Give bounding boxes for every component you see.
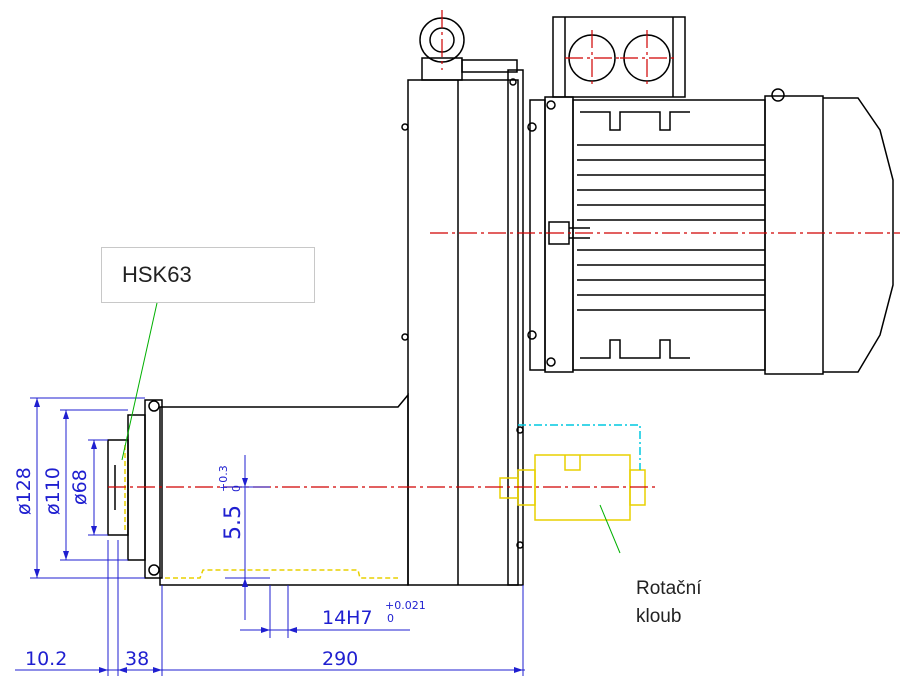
dimension-lines bbox=[15, 397, 525, 676]
dim-l2: 38 bbox=[125, 648, 149, 670]
rotary-leader-line bbox=[599, 504, 621, 554]
dimension-arrows bbox=[34, 398, 523, 673]
dim-slot-tol-lower: 0 bbox=[387, 612, 394, 625]
dim-slot-tol-upper: +0.021 bbox=[385, 599, 426, 612]
dim-l3: 290 bbox=[322, 648, 358, 670]
dim-slot: 14H7 bbox=[322, 607, 373, 629]
dim-d110: ø110 bbox=[42, 467, 64, 515]
centerlines bbox=[108, 10, 900, 488]
hsk63-callout-box bbox=[101, 247, 315, 303]
motor bbox=[527, 16, 894, 375]
gearbox-housing bbox=[401, 17, 524, 586]
hidden-lines bbox=[124, 445, 398, 579]
hsk-leader-line bbox=[121, 302, 158, 461]
rotary-joint-label-line2: kloub bbox=[636, 606, 682, 627]
dim-offset-tol-upper: +0.3 bbox=[217, 465, 230, 492]
dim-d128: ø128 bbox=[13, 467, 35, 515]
dim-offset-tol-lower: 0 bbox=[230, 485, 243, 492]
dim-l1: 10.2 bbox=[25, 648, 67, 670]
rotary-joint-label-line1: Rotační bbox=[636, 578, 702, 599]
coolant-pipe bbox=[518, 424, 641, 470]
hsk63-label: HSK63 bbox=[122, 262, 192, 287]
dim-d68: ø68 bbox=[69, 469, 91, 505]
rotary-joint-label: Rotační kloub bbox=[636, 575, 701, 631]
dim-offset: 5.5 bbox=[221, 505, 246, 540]
spindle-housing bbox=[107, 392, 409, 586]
